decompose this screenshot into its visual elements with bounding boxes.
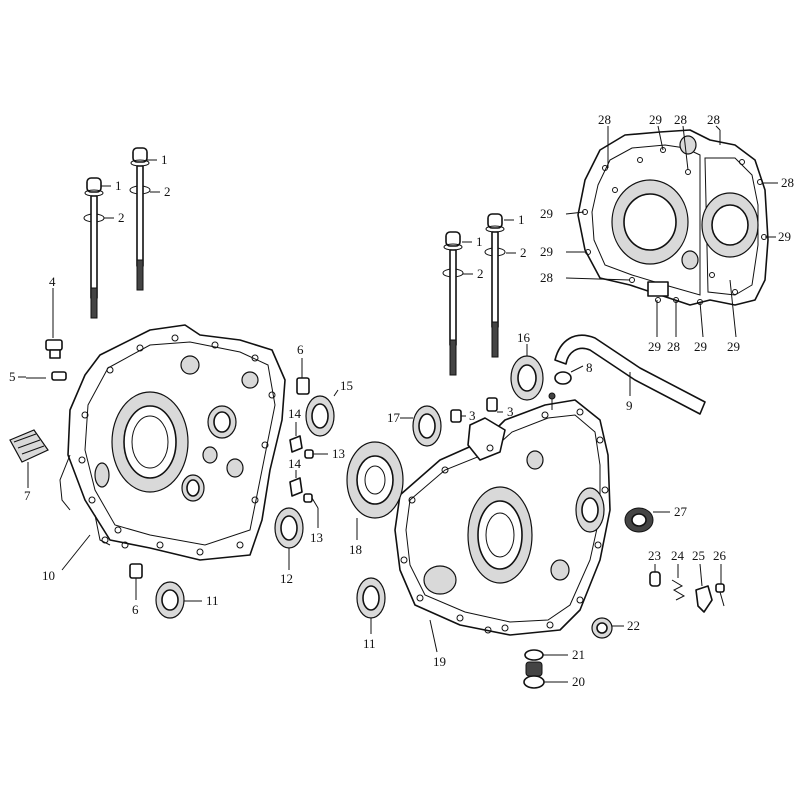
callout-21: 21 bbox=[572, 647, 585, 662]
callout-6-top: 6 bbox=[297, 342, 304, 357]
callout-8: 8 bbox=[586, 360, 593, 375]
callout-14-bottom: 14 bbox=[288, 456, 302, 471]
plate-14-top bbox=[289, 435, 303, 453]
small-screw-5 bbox=[26, 371, 67, 381]
bolt-left-a bbox=[83, 177, 105, 319]
lever-25 bbox=[695, 585, 713, 613]
callout-9: 9 bbox=[626, 398, 633, 413]
bearing-16 bbox=[510, 355, 544, 401]
bolt-right-a bbox=[442, 231, 464, 376]
callout-19: 19 bbox=[433, 654, 446, 669]
callout-29-i3: 29 bbox=[778, 229, 791, 244]
callout-28-i5: 28 bbox=[540, 270, 553, 285]
callout-14-top: 14 bbox=[288, 406, 302, 421]
dowel-6-top bbox=[296, 377, 310, 395]
callout-29-i7: 29 bbox=[727, 339, 740, 354]
callout-23: 23 bbox=[648, 548, 661, 563]
bolt-26 bbox=[715, 583, 725, 607]
callout-5: 5 bbox=[9, 369, 16, 384]
callout-28-i4: 28 bbox=[781, 175, 794, 190]
callout-4: 4 bbox=[49, 274, 56, 289]
bearing-15 bbox=[305, 395, 335, 437]
inset-crankcase-view bbox=[577, 129, 769, 306]
plate-14-bottom bbox=[289, 477, 303, 497]
callout-3-right: 3 bbox=[507, 404, 514, 419]
callout-28-i6: 28 bbox=[667, 339, 680, 354]
bearing-11-left bbox=[155, 581, 185, 619]
drain-plug-20 bbox=[523, 661, 545, 689]
callout-29-i5: 29 bbox=[648, 339, 661, 354]
callout-18: 18 bbox=[349, 542, 362, 557]
callout-15: 15 bbox=[340, 378, 353, 393]
oil-screen-7 bbox=[9, 429, 49, 463]
screw-13-bottom bbox=[303, 493, 319, 509]
bearing-12 bbox=[274, 507, 304, 549]
bearing-17 bbox=[412, 405, 442, 447]
dowel-6-bottom bbox=[129, 563, 143, 579]
callout-29-i4: 29 bbox=[540, 244, 553, 259]
fitting-4 bbox=[45, 339, 63, 359]
callout-28-i3: 28 bbox=[707, 112, 720, 127]
callout-3-left: 3 bbox=[469, 408, 476, 423]
callout-2-a: 2 bbox=[164, 184, 171, 199]
callout-1-a: 1 bbox=[161, 152, 168, 167]
callout-17: 17 bbox=[387, 410, 401, 425]
callout-29-i6: 29 bbox=[694, 339, 707, 354]
dowel-3-left bbox=[450, 409, 462, 423]
callout-2-d: 2 bbox=[477, 266, 484, 281]
callout-26: 26 bbox=[713, 548, 727, 563]
spring-24 bbox=[671, 579, 686, 601]
callout-2-b: 2 bbox=[118, 210, 125, 225]
callout-29-i1: 29 bbox=[649, 112, 662, 127]
callout-1-c: 1 bbox=[476, 234, 483, 249]
callout-6-bottom: 6 bbox=[132, 602, 139, 617]
callout-27: 27 bbox=[674, 504, 688, 519]
clamp-8 bbox=[554, 371, 572, 385]
right-crankcase-half bbox=[394, 392, 611, 636]
callout-1-d: 1 bbox=[518, 212, 525, 227]
callout-16: 16 bbox=[517, 330, 531, 345]
bearing-18 bbox=[346, 441, 404, 519]
callout-13-bottom: 13 bbox=[310, 530, 323, 545]
bolt-right-b bbox=[484, 213, 506, 358]
callout-20: 20 bbox=[572, 674, 585, 689]
left-crankcase-half bbox=[59, 324, 286, 561]
callout-13-top: 13 bbox=[332, 446, 345, 461]
callout-7: 7 bbox=[24, 488, 31, 503]
bearing-11-right bbox=[356, 577, 386, 619]
callout-22: 22 bbox=[627, 618, 640, 633]
callout-11-right: 11 bbox=[363, 636, 376, 651]
callout-12: 12 bbox=[280, 571, 293, 586]
callout-labels: 1 1 2 2 4 5 7 10 6 11 6 15 14 13 14 13 1… bbox=[9, 112, 794, 689]
callout-1-b: 1 bbox=[115, 178, 122, 193]
callout-10: 10 bbox=[42, 568, 55, 583]
callout-11-left: 11 bbox=[206, 593, 219, 608]
callout-28-i2: 28 bbox=[674, 112, 687, 127]
callout-29-i2: 29 bbox=[540, 206, 553, 221]
pin-23 bbox=[649, 571, 661, 587]
bolt-left-b bbox=[129, 147, 151, 291]
callout-28-i1: 28 bbox=[598, 112, 611, 127]
callout-24: 24 bbox=[671, 548, 685, 563]
callout-2-c: 2 bbox=[520, 245, 527, 260]
dowel-3-right bbox=[486, 397, 498, 412]
callout-25: 25 bbox=[692, 548, 705, 563]
washer-21 bbox=[524, 649, 544, 661]
oil-seal-22 bbox=[591, 617, 613, 639]
nut-27 bbox=[624, 507, 654, 533]
